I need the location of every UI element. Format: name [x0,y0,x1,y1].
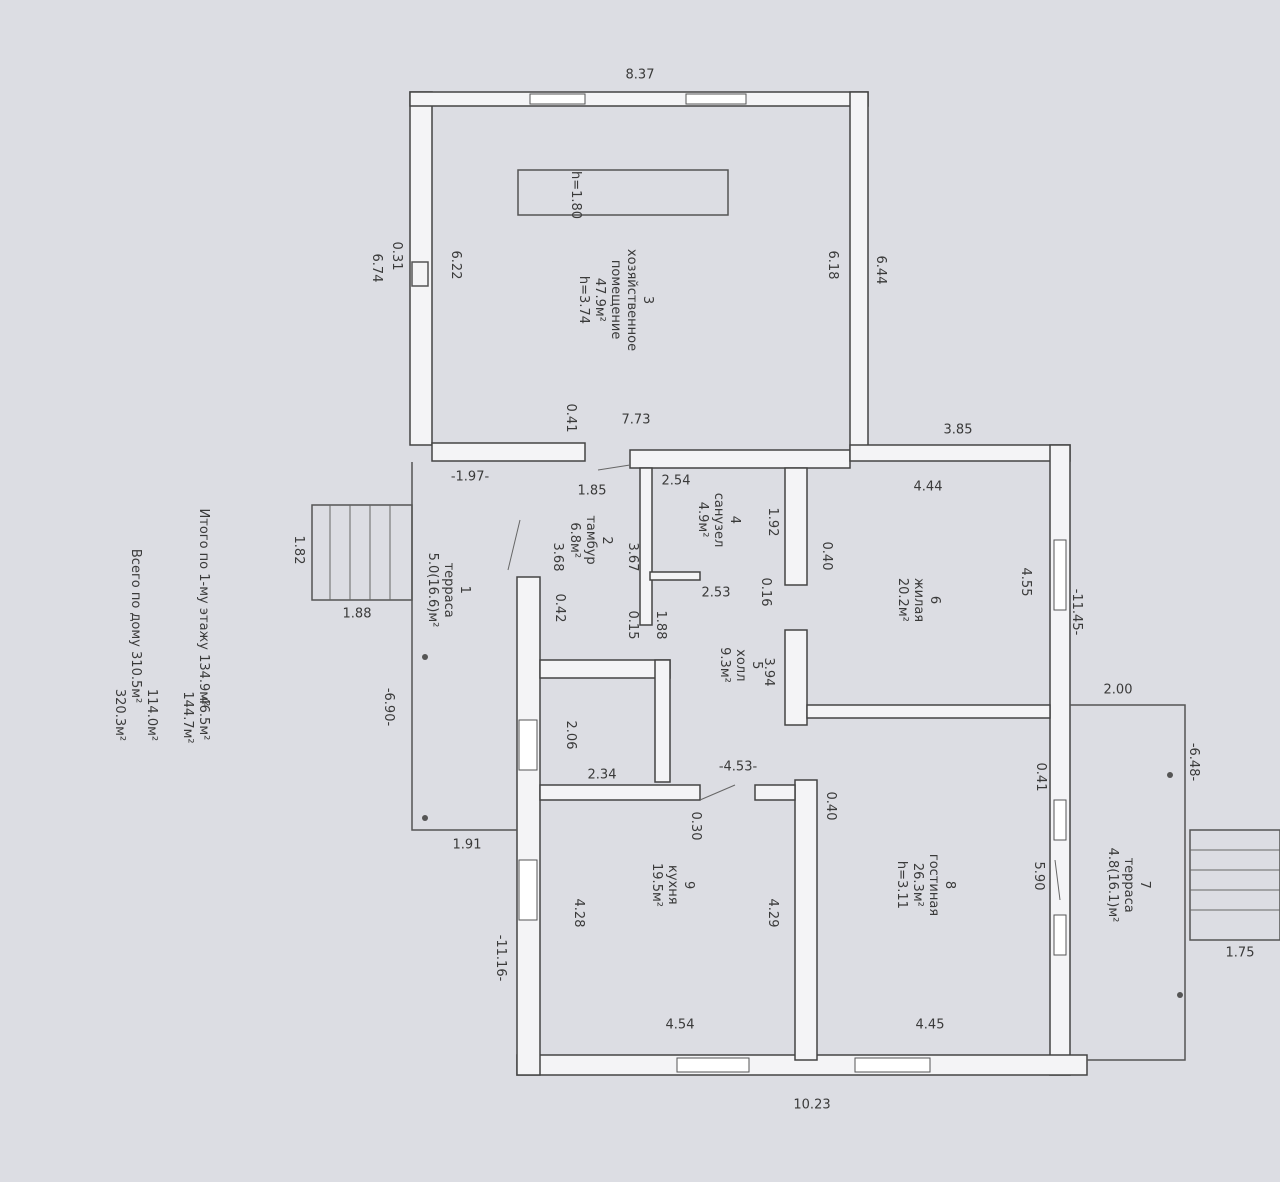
dimension: 0.30 [688,811,703,841]
dimension: 4.55 [1018,567,1033,597]
dimension: 5.90 [1031,861,1046,891]
wall [754,784,796,801]
wall [784,629,808,726]
dimension: -6.90- [381,687,396,727]
dimension: 0.41 [1033,762,1048,792]
dimension: 3.67 [625,542,640,572]
wall [629,449,851,469]
dimension: 6.44 [873,255,888,285]
dimension: 8.37 [625,67,655,83]
dimension: 2.34 [587,767,617,783]
dimension: 1.92 [765,507,780,537]
dimension: 3.94 [761,657,776,687]
dimension: 1.88 [342,606,372,622]
wall [539,784,701,801]
dimension: 2.53 [701,585,731,601]
dimension: 0.31 [389,241,404,271]
dimension: 4.45 [915,1017,945,1033]
dimension: 1.88 [653,610,668,640]
totals-floor: 46.5м² Итого по 1-му этажу 134.9м² 144.7… [180,508,211,744]
dimension: 4.44 [913,479,943,495]
dimension: 0.40 [819,541,834,571]
dimension: 3.85 [943,422,973,438]
dimension: 0.42 [552,593,567,623]
dimension: 6.18 [825,250,840,280]
wall [516,576,541,1076]
dimension: 0.41 [563,403,578,433]
dimension: 1.85 [577,483,607,499]
dimension: 0.16 [758,577,773,607]
dimension: -11.16- [493,934,508,982]
dimension: -1.97- [450,469,490,485]
dimension: 2.54 [661,473,691,489]
dimension: -4.53- [718,759,758,775]
dimension: 7.73 [621,412,651,428]
dimension: 2.00 [1103,682,1133,698]
dimension: 1.75 [1225,945,1255,961]
wall [784,467,808,586]
dimension: 4.54 [665,1017,695,1033]
wall [849,444,1071,462]
dimension: 10.23 [793,1097,831,1113]
dimension: 4.29 [765,898,780,928]
dimension: 1.82 [291,535,306,565]
wall [539,659,671,679]
wall [806,704,1051,719]
dimension: 6.74 [369,253,384,283]
dimension: -6.48- [1186,742,1201,782]
dimension: 6.22 [448,250,463,280]
dimension: 1.91 [452,837,482,853]
wall [654,659,671,783]
wall [794,779,818,1061]
totals-house: 114.0м² Всего по дому 310.5м² 320.3м² [112,548,159,742]
dimension: 2.06 [563,720,578,750]
dimension: h=1.80 [568,170,583,220]
dimension: -11.45- [1069,588,1084,636]
dimension: 3.68 [550,542,565,572]
wall [849,91,869,455]
dimension: 4.28 [571,898,586,928]
dimension: 0.15 [625,610,640,640]
wall [649,571,701,581]
wall [409,91,869,107]
wall [431,442,586,462]
dimension: 0.40 [823,791,838,821]
wall [639,467,653,626]
